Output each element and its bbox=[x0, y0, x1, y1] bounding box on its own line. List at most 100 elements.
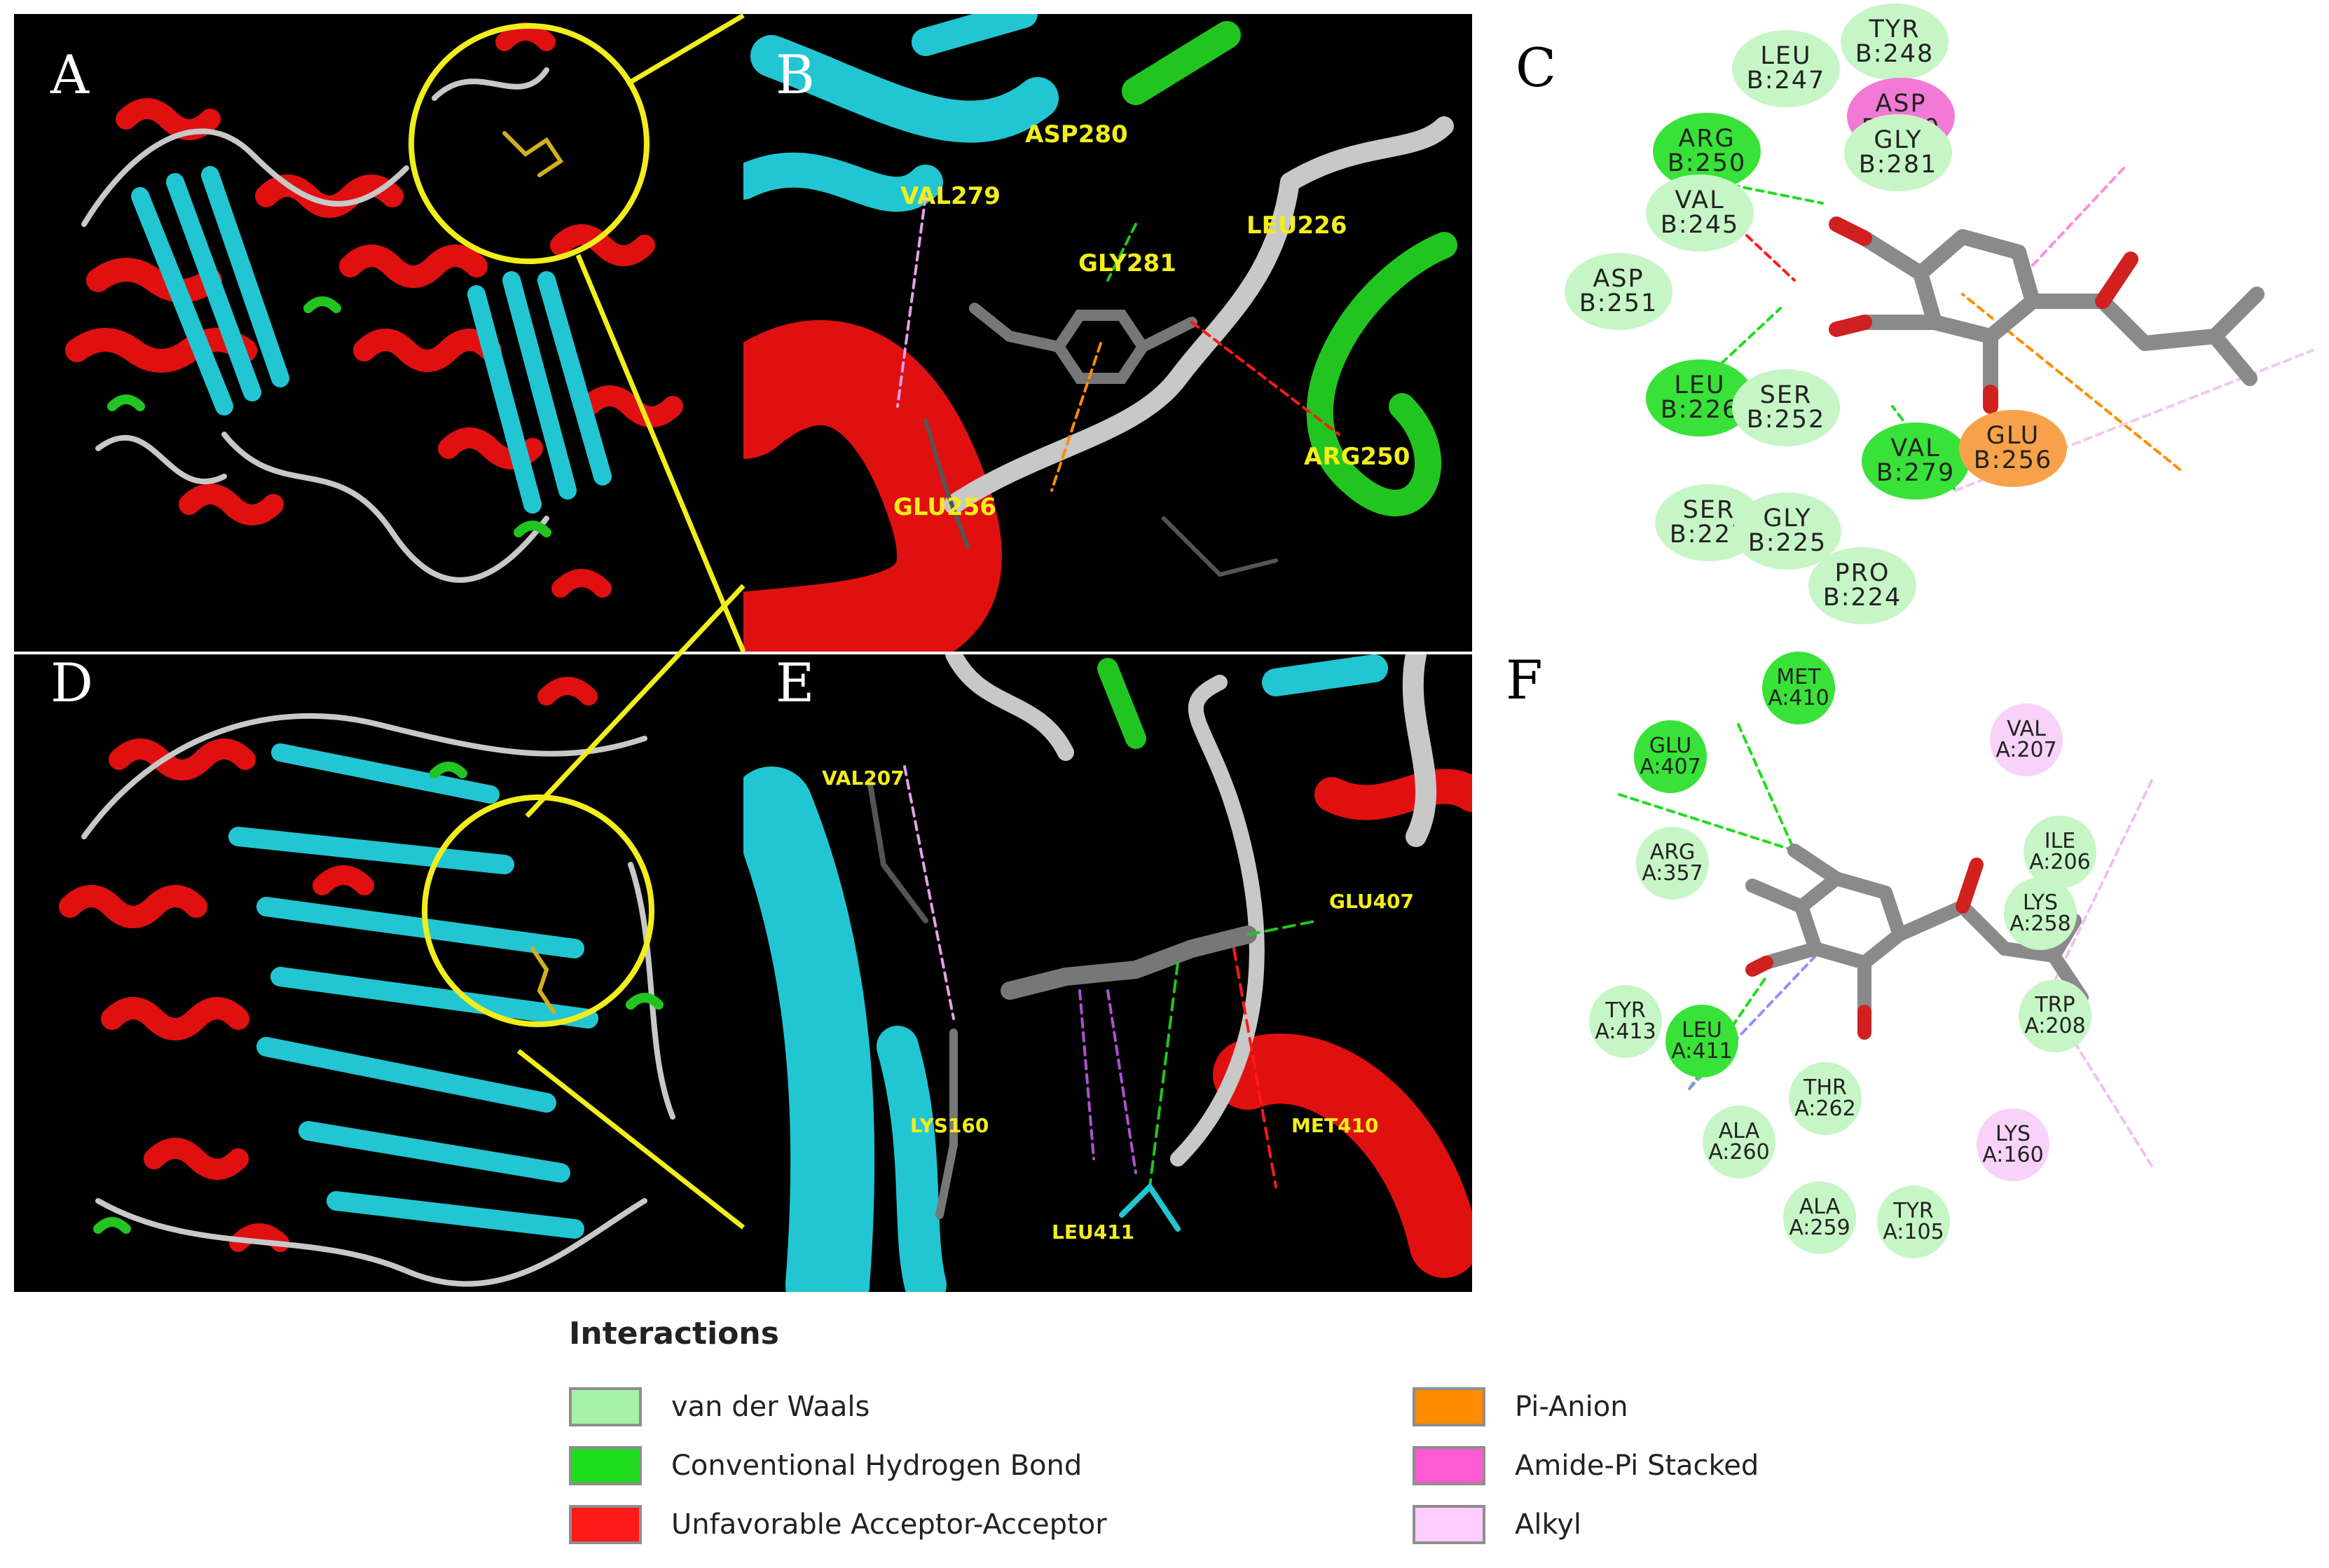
legend-swatch bbox=[569, 1505, 642, 1544]
residue-name: GLU bbox=[1649, 734, 1692, 758]
legend-item-hbond: Conventional Hydrogen Bond bbox=[569, 1445, 1082, 1487]
protein-ribbon-d bbox=[59, 677, 675, 1287]
residue-name: ILE bbox=[2044, 829, 2076, 853]
legend-label: van der Waals bbox=[671, 1391, 870, 1423]
legend-item-alkyl: Alkyl bbox=[1413, 1504, 1581, 1546]
residue-name: GLU bbox=[1986, 422, 2040, 450]
residue-name: VAL bbox=[1675, 186, 1725, 214]
residue-id: B:250 bbox=[1667, 149, 1747, 177]
residue-id: B:226 bbox=[1660, 396, 1740, 424]
legend-label: Pi-Anion bbox=[1515, 1391, 1628, 1423]
residue-id: A:407 bbox=[1640, 755, 1701, 779]
residue-label-b: ARG250 bbox=[1304, 443, 1410, 471]
residue-name: THR bbox=[1804, 1075, 1847, 1100]
residue-label-b: GLY281 bbox=[1078, 249, 1176, 277]
residue-id: A:262 bbox=[1794, 1096, 1856, 1121]
residue-id: A:357 bbox=[1642, 861, 1703, 886]
residue-name: TRP bbox=[2035, 993, 2075, 1017]
legend-label: Alkyl bbox=[1515, 1508, 1581, 1541]
residue-id: B:251 bbox=[1579, 289, 1658, 317]
panel-label-e: E bbox=[776, 652, 815, 714]
residue-name: GLY bbox=[1874, 126, 1923, 154]
residue-name: PRO bbox=[1834, 559, 1890, 587]
residue-id: A:160 bbox=[1982, 1143, 2044, 1167]
protein-ribbon-a bbox=[65, 22, 683, 598]
legend-swatch bbox=[1413, 1387, 1485, 1426]
legend-item-pi-anion: Pi-Anion bbox=[1413, 1386, 1628, 1428]
binding-site-closeup-b bbox=[743, 14, 1457, 652]
residue-name: TYR bbox=[1605, 998, 1646, 1023]
panel-label-c: C bbox=[1516, 36, 1557, 99]
residue-label-b: GLU256 bbox=[893, 493, 996, 521]
residue-id: A:206 bbox=[2029, 850, 2091, 874]
residue-name: LEU bbox=[1674, 371, 1726, 399]
panel-label-d: D bbox=[50, 652, 93, 714]
residue-label-e: VAL207 bbox=[822, 766, 905, 790]
binding-site-closeup-e bbox=[743, 654, 1472, 1292]
residue-name: ARG bbox=[1678, 125, 1736, 153]
residue-label-b: LEU226 bbox=[1246, 212, 1347, 240]
legend-label: Unfavorable Acceptor-Acceptor bbox=[671, 1508, 1107, 1541]
residue-label-e: LEU411 bbox=[1052, 1220, 1135, 1244]
residue-name: LYS bbox=[2022, 890, 2059, 915]
residue-label-b: VAL279 bbox=[900, 182, 1001, 210]
residue-id: B:225 bbox=[1747, 529, 1827, 557]
panel-e-binding-site: VAL207 GLU407 LYS160 MET410 LEU411 E bbox=[743, 652, 1472, 1292]
panel-label-a: A bbox=[50, 43, 89, 106]
residue-label-b: ASP280 bbox=[1025, 121, 1128, 149]
residue-name: ARG bbox=[1649, 840, 1696, 865]
panel-a-protein-view: A bbox=[14, 14, 743, 652]
residue-name: LYS bbox=[1995, 1122, 2031, 1146]
panel-d-protein-view: D bbox=[14, 652, 743, 1292]
residue-id: B:256 bbox=[1973, 446, 2053, 474]
residue-label-e: MET410 bbox=[1291, 1114, 1379, 1137]
residue-name: TYR bbox=[1869, 15, 1921, 43]
residue-id: B:247 bbox=[1746, 67, 1826, 95]
residue-id: A:259 bbox=[1789, 1216, 1850, 1240]
residue-name: LEU bbox=[1682, 1018, 1722, 1043]
residue-name: LEU bbox=[1760, 42, 1812, 70]
residue-name: VAL bbox=[1890, 434, 1941, 462]
legend-label: Conventional Hydrogen Bond bbox=[671, 1450, 1083, 1482]
residue-name: SER bbox=[1759, 381, 1813, 409]
residue-name: ALA bbox=[1718, 1119, 1760, 1143]
residue-id: A:208 bbox=[2024, 1014, 2086, 1038]
residue-name: MET bbox=[1776, 665, 1821, 689]
residue-id: A:410 bbox=[1768, 686, 1829, 710]
residue-id: A:258 bbox=[2009, 912, 2071, 936]
panel-b-binding-site: ASP280 VAL279 LEU226 GLY281 GLU256 ARG25… bbox=[743, 14, 1472, 652]
residue-id: A:260 bbox=[1708, 1140, 1770, 1164]
panel-c-2d-interaction-map: LEUB:247TYRB:248ASPB:280GLYB:281ARGB:250… bbox=[1472, 4, 2329, 652]
residue-name: VAL bbox=[2007, 717, 2046, 741]
residue-label-e: LYS160 bbox=[910, 1114, 989, 1137]
legend-item-amide-pi: Amide-Pi Stacked bbox=[1413, 1445, 1759, 1487]
legend-swatch bbox=[1413, 1505, 1485, 1544]
residue-id: B:248 bbox=[1855, 40, 1935, 68]
residue-id: B:245 bbox=[1660, 211, 1740, 239]
residue-id: B:252 bbox=[1746, 406, 1826, 434]
residue-name: GLY bbox=[1763, 504, 1812, 532]
residue-name: ASP bbox=[1593, 265, 1644, 293]
panel-label-b: B bbox=[776, 43, 815, 106]
binding-site-highlight-a bbox=[408, 23, 650, 264]
ligand-2d-f bbox=[1618, 723, 2153, 1167]
residue-id: A:105 bbox=[1883, 1220, 1944, 1244]
residue-id: B:281 bbox=[1858, 151, 1938, 179]
